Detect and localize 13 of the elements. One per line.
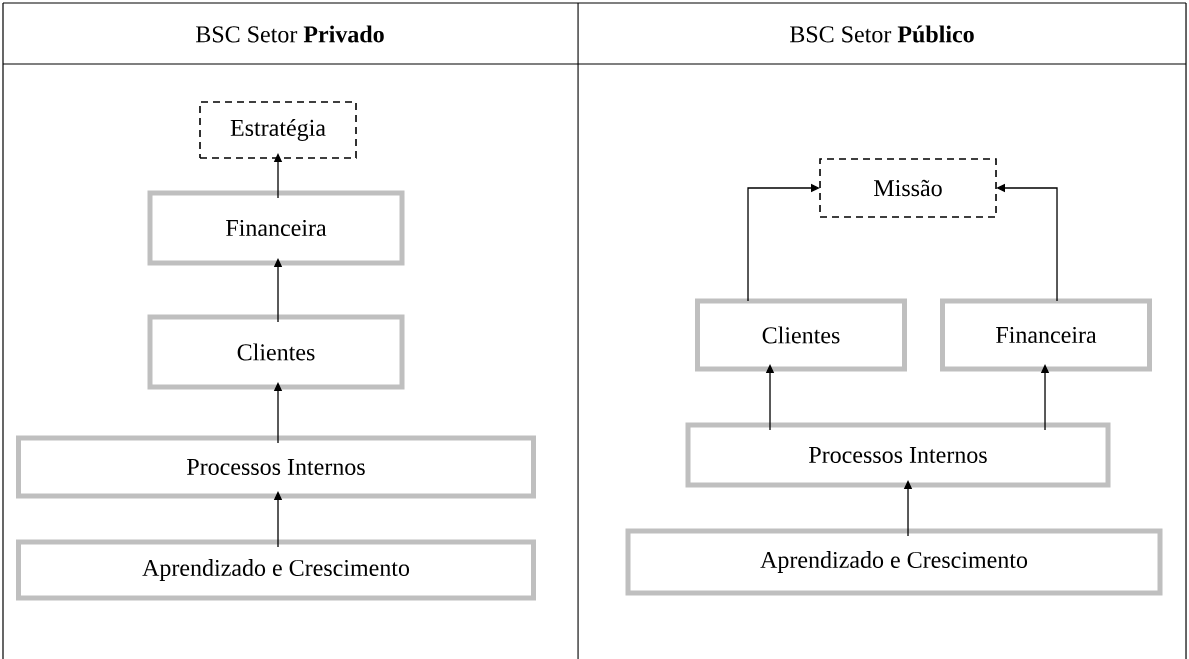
process-box: Clientes bbox=[695, 298, 907, 372]
column-header: BSC Setor Público bbox=[790, 25, 974, 43]
column-header: BSC Setor Privado bbox=[196, 25, 384, 43]
arrow bbox=[747, 183, 820, 302]
dashed-box: Missão bbox=[819, 158, 997, 218]
process-box: Financeira bbox=[147, 190, 405, 266]
process-box: Clientes bbox=[147, 314, 405, 390]
process-box: Aprendizado e Crescimento bbox=[625, 528, 1163, 596]
process-box: Processos Internos bbox=[16, 435, 536, 499]
process-box: Processos Internos bbox=[685, 422, 1111, 488]
dashed-box: Estratégia bbox=[199, 101, 357, 159]
process-box: Financeira bbox=[940, 298, 1152, 372]
process-box: Aprendizado e Crescimento bbox=[16, 539, 536, 601]
